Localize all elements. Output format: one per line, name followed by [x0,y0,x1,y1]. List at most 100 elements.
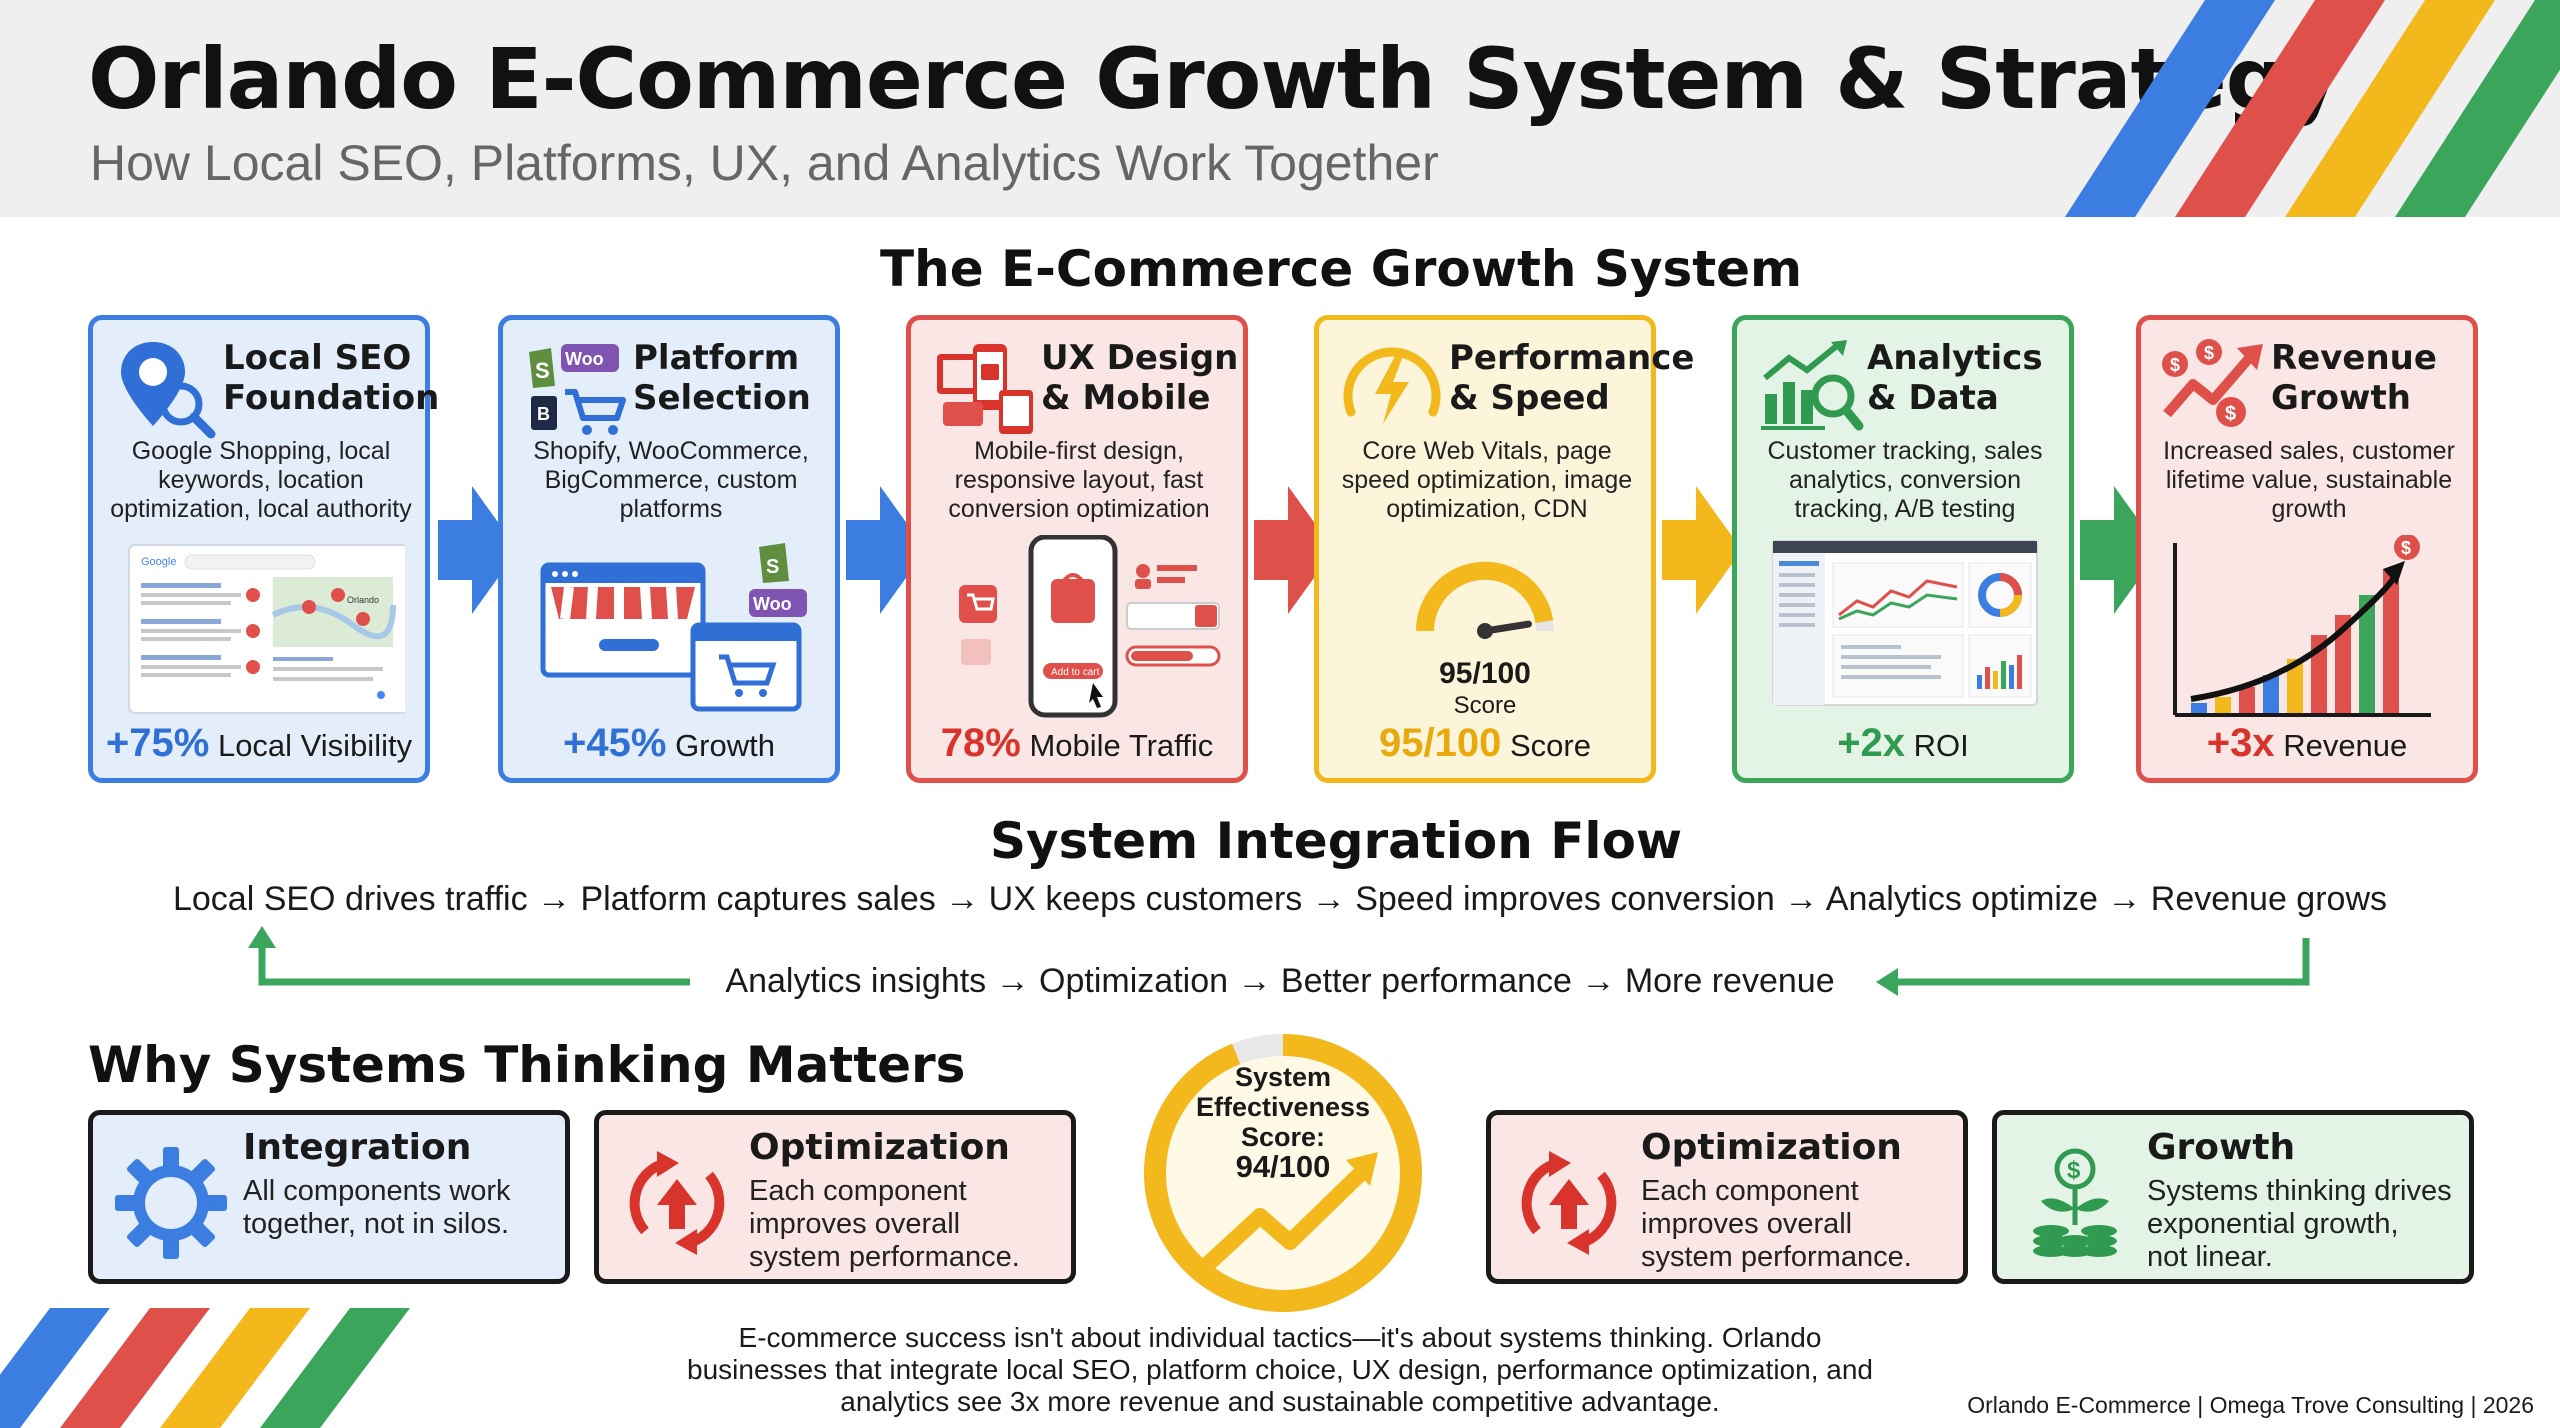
why-box-description: Systems thinking drives exponential grow… [2147,1175,2452,1274]
metric-label: Mobile Traffic [1029,728,1214,763]
why-box-line: exponential growth, [2147,1208,2399,1240]
metric-label: Score [1509,728,1591,763]
revenue-bar-growth-illustration: $ [2173,535,2431,717]
metric-value: +3x [2206,721,2275,765]
yellow-flow-arrow [1662,486,1742,614]
footer-summary: E-commerce success isn't about individua… [640,1322,1920,1418]
score-value: 94/100 [1235,1149,1331,1184]
why-box-description: Each component improves overall system p… [1641,1175,1912,1274]
system-effectiveness-gauge [1144,1034,1422,1312]
why-box-description: Each component improves overall system p… [749,1175,1020,1274]
card-description: Mobile-first design, responsive layout, … [948,437,1210,523]
color-stripes-decoration [0,1308,410,1428]
map-city-label: Orlando [347,595,379,605]
card-title: Performance & Speed [1449,338,1695,418]
metric-label: Local Visibility [217,728,413,763]
gear-icon [115,1147,227,1259]
svg-text:$: $ [2225,403,2236,425]
why-box-line: improves overall [749,1208,961,1240]
metric-value: +2x [1837,721,1906,765]
analytics-chart-magnifier-icon [1761,340,1864,431]
local-seo-search-pin-icon [121,342,216,439]
cycle-arrows-icon [1521,1151,1617,1255]
card-description: Core Web Vitals, page speed optimization… [1341,437,1633,523]
card-title: Platform Selection [633,338,833,418]
growth-system-title: The E-Commerce Growth System [880,240,1803,298]
svg-text:$: $ [2401,538,2411,558]
card-title-line2: Growth [2271,378,2411,418]
why-box-integration: Integration All components work together… [88,1110,570,1284]
why-box-growth: $ Growth Systems thinking drives exponen… [1992,1110,2474,1284]
card-title-line1: UX Design [1041,338,1239,378]
metric-value: 78% [940,721,1021,765]
blue-flow-arrow [438,486,518,614]
why-box-line: All components work [243,1175,511,1207]
why-box-line: together, not in silos. [243,1208,509,1240]
gauge-label: Score [1454,692,1517,719]
woo-logo-text: Woo [753,594,792,614]
why-box-optimization-left: Optimization Each component improves ove… [594,1110,1076,1284]
svg-text:$: $ [2170,355,2180,375]
red-flow-arrow [1254,486,1334,614]
analytics-dashboard-illustration [1772,540,2038,706]
money-plant-coins-icon: $ [2033,1148,2117,1257]
card-metric: +45% Growth [503,721,835,766]
cycle-arrows-icon [629,1151,725,1255]
metric-value: +75% [105,721,210,765]
card-title-line1: Platform [633,338,800,378]
score-label-line: System [1234,1062,1332,1092]
header-banner: Orlando E-Commerce Growth System & Strat… [0,0,2560,217]
metric-value: 95/100 [1379,721,1502,765]
why-box-title: Optimization [1641,1127,1902,1168]
card-metric: +2x ROI [1737,721,2069,766]
metric-label: Growth [675,728,775,763]
why-box-line: Each component [749,1175,967,1207]
why-box-line: not linear. [2147,1241,2273,1273]
speed-gauge-illustration: 95/100 Score [1415,561,1554,719]
color-stripes-decoration [2065,0,2560,217]
card-title-line2: & Data [1867,378,1999,418]
google-logo-text: Google [141,556,176,568]
mobile-devices-icon [937,344,1033,434]
card-description: Google Shopping, local keywords, locatio… [110,437,412,523]
card-metric: 78% Mobile Traffic [911,721,1243,766]
card-title-line1: Revenue [2271,338,2437,378]
card-title-line2: & Mobile [1041,378,1211,418]
card-title-line2: & Speed [1449,378,1610,418]
svg-text:B: B [537,404,550,424]
score-label: System Effectiveness Score: 94/100 [1138,1062,1428,1182]
card-local-seo: Local SEO Foundation Google Shopping, lo… [88,315,439,783]
why-box-line: system performance. [749,1241,1020,1273]
gauge-value: 95/100 [1439,657,1531,690]
card-platform-selection: S Woo B Platform Selection Shopify, WooC… [498,315,840,783]
why-box-title: Optimization [749,1127,1010,1168]
svg-text:$: $ [2204,343,2214,363]
card-title-line2: Selection [633,378,811,418]
why-box-optimization-right: Optimization Each component improves ove… [1486,1110,1968,1284]
page-title: Orlando E-Commerce Growth System & Strat… [88,30,2340,128]
metric-label: Revenue [2283,728,2408,763]
why-box-title: Growth [2147,1127,2296,1168]
card-description: Shopify, WooCommerce, BigCommerce, custo… [533,437,809,523]
blue-flow-arrow [846,486,926,614]
card-description: Customer tracking, sales analytics, conv… [1767,437,2043,523]
speed-gauge-bolt-icon [1343,347,1441,424]
footer-credit: Orlando E-Commerce | Omega Trove Consult… [1967,1392,2534,1418]
card-title: UX Design & Mobile [1041,338,1241,418]
card-metric: +75% Local Visibility [93,721,425,766]
card-title-line1: Performance [1449,338,1695,378]
why-box-description: All components work together, not in sil… [243,1175,511,1241]
score-label-line: Effectiveness [1195,1092,1371,1122]
score-label-line: Score: [1240,1122,1326,1152]
metric-value: +45% [563,721,667,765]
card-title: Revenue Growth [2271,338,2471,418]
card-revenue-growth: $ $ $ Revenue Growth Increased sales, cu… [2136,315,2478,783]
card-title: Local SEO Foundation [223,338,439,418]
card-title-line1: Local SEO [223,338,412,378]
footer-summary-line: E-commerce success isn't about individua… [738,1322,1822,1353]
svg-text:Woo: Woo [565,349,604,369]
feedback-loop-text: Analytics insights → Optimization → Bett… [725,962,1835,1000]
card-metric: +3x Revenue [2141,721,2473,766]
green-flow-arrow [2080,486,2160,614]
why-box-title: Integration [243,1127,472,1168]
